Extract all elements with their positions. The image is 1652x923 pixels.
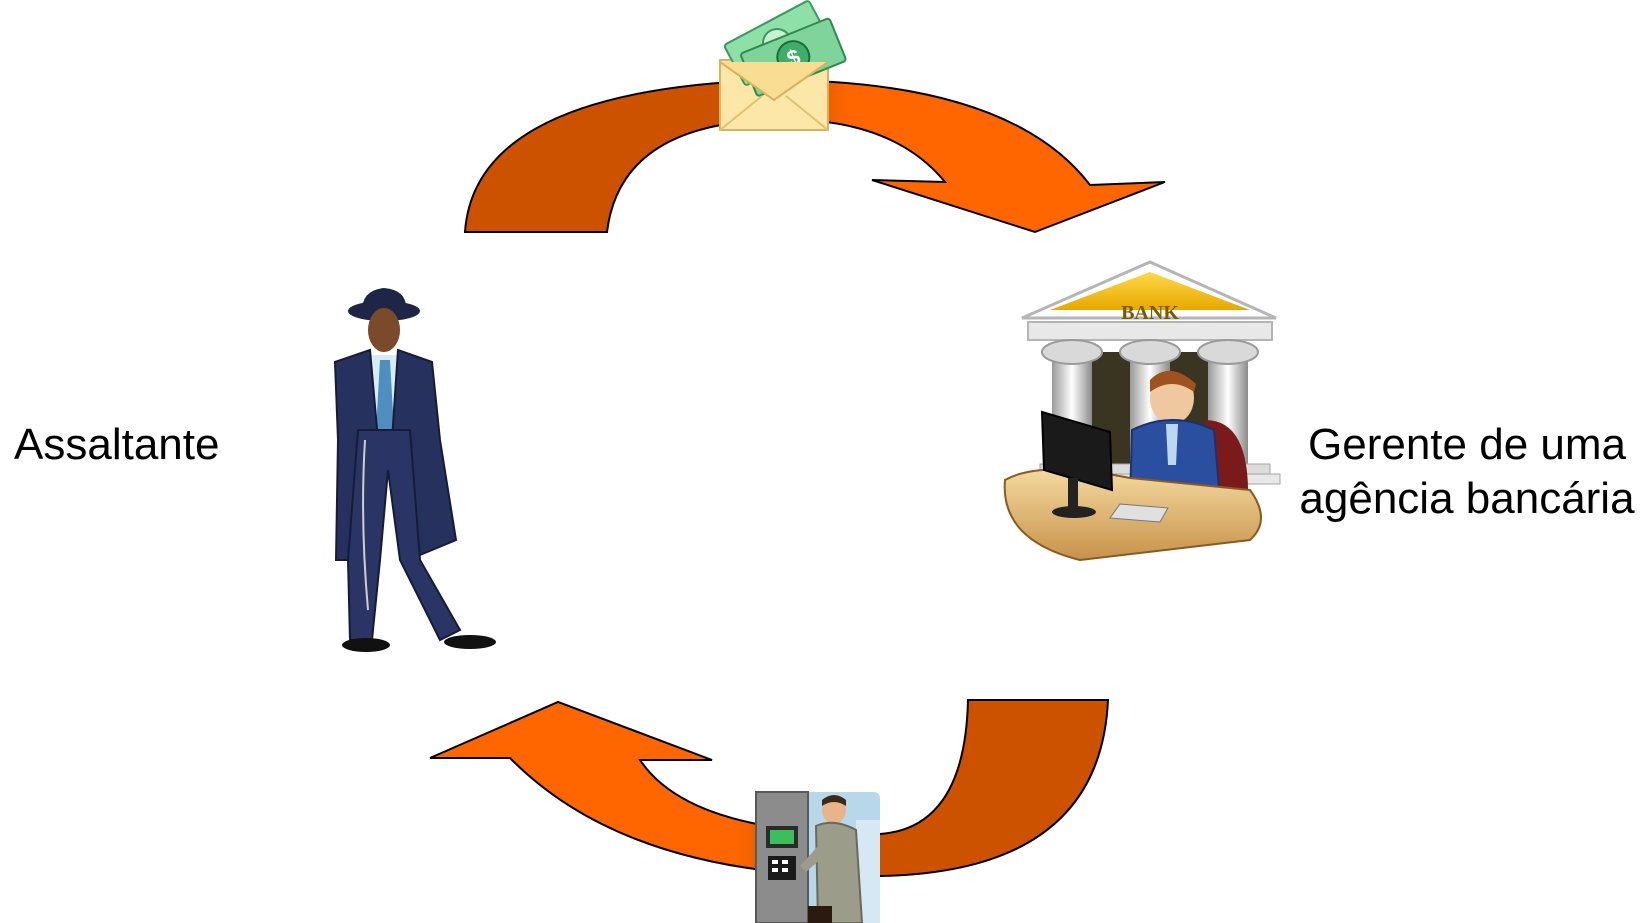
manager-label-line-2: agência bancária bbox=[1299, 474, 1635, 523]
money-envelope-icon: $ bbox=[719, 0, 847, 131]
manager-label-line-1: Gerente de uma bbox=[1308, 420, 1626, 469]
bank-sign: BANK bbox=[1121, 302, 1179, 324]
bank-manager-icon: BANK bbox=[1003, 260, 1281, 562]
bottom-arrow bbox=[429, 699, 1110, 878]
atm-user-icon bbox=[755, 791, 880, 923]
manager-label: Gerente de uma agência bancária bbox=[1282, 418, 1652, 526]
robber-label: Assaltante bbox=[14, 420, 220, 469]
robber-figure bbox=[333, 288, 496, 652]
top-arrow bbox=[463, 78, 1166, 234]
